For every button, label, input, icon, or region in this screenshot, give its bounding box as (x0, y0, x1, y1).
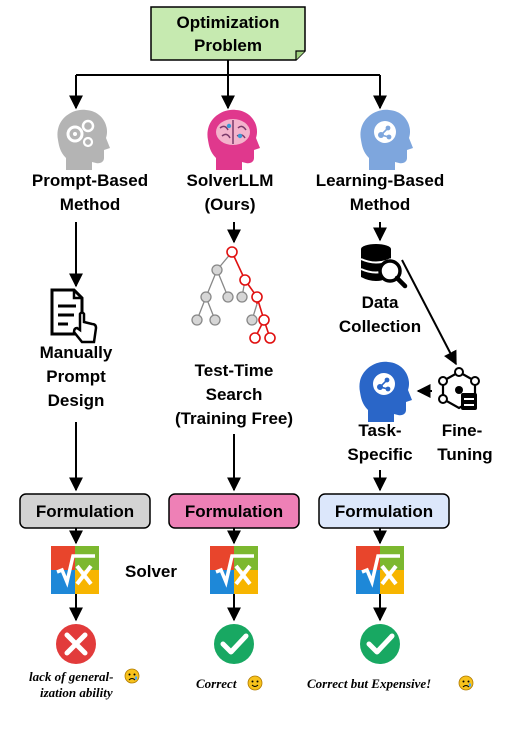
learning-method-line1: Learning-Based (316, 171, 444, 190)
task-line2: Specific (347, 445, 412, 464)
gear-head-icon (57, 109, 110, 170)
brain-head-icon (207, 109, 260, 170)
check-icon (360, 624, 400, 664)
search-line1: Test-Time (195, 361, 274, 380)
outcome-left-line1: lack of general- (29, 669, 113, 684)
learning-method-line2: Method (350, 195, 410, 214)
top-box-line2: Problem (194, 36, 262, 55)
solver-icon (51, 546, 99, 594)
solver-method-line1: SolverLLM (187, 171, 274, 190)
sad-emoji-icon (458, 675, 474, 691)
top-box-fold (295, 50, 305, 60)
fine-tune-network-icon (438, 367, 480, 410)
formulation-mid-label: Formulation (185, 502, 283, 521)
check-icon (214, 624, 254, 664)
manual-line3: Design (48, 391, 105, 410)
data-line2: Collection (339, 317, 421, 336)
top-box: Optimization Problem (150, 6, 306, 61)
network-head-blue-icon (359, 361, 412, 422)
smile-emoji-icon (247, 675, 263, 691)
formulation-box-mid: Formulation (168, 493, 300, 529)
sad-emoji-icon (124, 668, 140, 684)
formulation-right-label: Formulation (335, 502, 433, 521)
search-line2: Search (206, 385, 263, 404)
formulation-box-left: Formulation (19, 493, 151, 529)
data-line1: Data (362, 293, 399, 312)
solver-icon (210, 546, 258, 594)
document-touch-icon (50, 288, 98, 344)
top-box-line1: Optimization (177, 13, 280, 32)
outcome-right: Correct but Expensive! (307, 676, 431, 691)
solver-icon (356, 546, 404, 594)
cross-icon (56, 624, 96, 664)
database-search-icon (360, 244, 408, 289)
search-tree-icon (191, 246, 276, 344)
fine-line1: Fine- (442, 421, 483, 440)
outcome-left-line2: ization ability (40, 685, 113, 700)
network-head-icon (360, 109, 413, 170)
formulation-left-label: Formulation (36, 502, 134, 521)
search-line3: (Training Free) (175, 409, 293, 428)
task-line1: Task- (358, 421, 401, 440)
outcome-mid: Correct (196, 676, 237, 691)
manual-line2: Prompt (46, 367, 106, 386)
solver-label: Solver (125, 562, 177, 581)
solver-method-line2: (Ours) (205, 195, 256, 214)
fine-line2: Tuning (437, 445, 492, 464)
prompt-method-line1: Prompt-Based (32, 171, 148, 190)
formulation-box-right: Formulation (318, 493, 450, 529)
prompt-method-line2: Method (60, 195, 120, 214)
manual-line1: Manually (40, 343, 113, 362)
